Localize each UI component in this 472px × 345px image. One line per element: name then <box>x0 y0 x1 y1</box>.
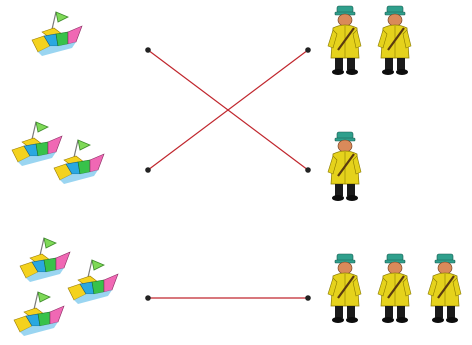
connection-line-two-boats-two-men <box>147 49 309 171</box>
boat-icon <box>53 139 105 185</box>
right-group-three-men <box>326 252 463 325</box>
musician-icon <box>326 252 363 325</box>
musician-icon <box>326 130 363 203</box>
right-dot-three-men[interactable] <box>305 295 311 301</box>
right-dot-one-man[interactable] <box>305 167 311 173</box>
boat-icon <box>31 11 83 57</box>
boat-icon <box>67 259 119 305</box>
right-group-two-men <box>326 4 413 77</box>
right-group-one-man <box>326 130 363 203</box>
left-dot-one-boat[interactable] <box>145 47 151 53</box>
musician-icon <box>376 252 413 325</box>
musician-icon <box>326 4 363 77</box>
boat-icon <box>19 237 71 283</box>
boat-icon <box>11 121 63 167</box>
musician-icon <box>376 4 413 77</box>
left-dot-three-boats[interactable] <box>145 295 151 301</box>
right-dot-two-men[interactable] <box>305 47 311 53</box>
left-group-three-boats <box>13 237 119 337</box>
left-group-one-boat <box>31 11 83 57</box>
left-group-two-boats <box>11 121 105 185</box>
boat-icon <box>13 291 65 337</box>
left-dot-two-boats[interactable] <box>145 167 151 173</box>
musician-icon <box>426 252 463 325</box>
